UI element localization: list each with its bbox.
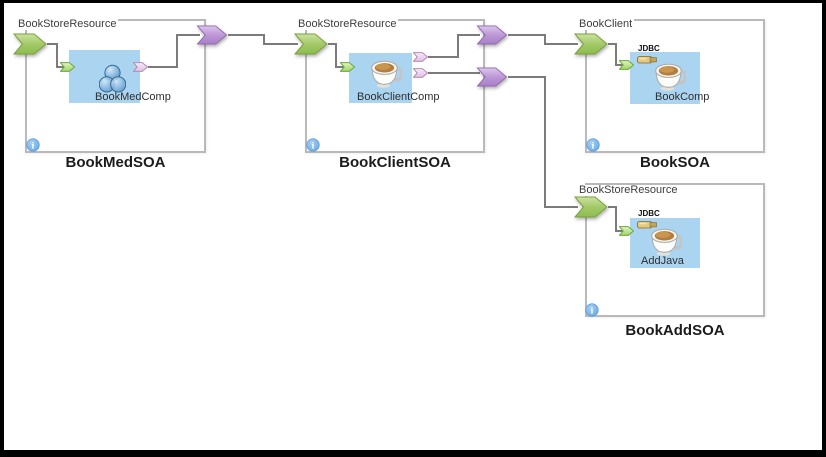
exposed-service-arrow-icon[interactable] bbox=[294, 33, 328, 55]
jdbc-adapter-icon bbox=[637, 56, 657, 64]
exposed-service-arrow-icon[interactable] bbox=[574, 33, 608, 55]
info-icon[interactable]: i bbox=[306, 138, 320, 152]
exposed-service-arrow-icon[interactable] bbox=[574, 196, 608, 218]
wire bbox=[508, 34, 578, 45]
service-port-icon bbox=[340, 62, 355, 72]
component-bookmedcomp[interactable] bbox=[69, 50, 140, 103]
wire bbox=[608, 43, 623, 66]
reference-port-icon bbox=[413, 52, 428, 62]
wire bbox=[228, 34, 298, 45]
java-cup-icon bbox=[655, 63, 686, 91]
jdbc-adapter-icon bbox=[637, 221, 657, 229]
reference-arrow-icon[interactable] bbox=[195, 25, 229, 45]
exposed-service-arrow-icon[interactable] bbox=[13, 33, 47, 55]
service-label: BookClient bbox=[577, 18, 635, 30]
service-port-icon bbox=[60, 62, 75, 72]
composite-title: BookSOA bbox=[639, 154, 710, 171]
service-port-icon bbox=[619, 60, 634, 70]
service-port-icon bbox=[619, 226, 634, 236]
composite-title: BookMedSOA bbox=[65, 154, 166, 171]
frame-border-top bbox=[0, 0, 826, 3]
svg-text:i: i bbox=[32, 141, 35, 151]
wire bbox=[428, 34, 480, 58]
adapter-label: JDBC bbox=[638, 44, 660, 53]
frame-border-left bbox=[0, 0, 4, 457]
java-cup-icon bbox=[371, 60, 402, 88]
mediator-icon bbox=[99, 64, 126, 93]
component-label: BookMedComp bbox=[95, 91, 171, 103]
composite-title: BookClientSOA bbox=[339, 154, 451, 171]
component-label: BookClientComp bbox=[357, 91, 440, 103]
reference-port-icon bbox=[133, 62, 148, 72]
service-label: BookStoreResource bbox=[16, 18, 119, 30]
wire bbox=[508, 76, 578, 208]
wire bbox=[608, 206, 623, 232]
service-label: BookStoreResource bbox=[577, 184, 680, 196]
frame-border-bottom bbox=[0, 450, 826, 457]
reference-port-icon bbox=[413, 68, 428, 78]
info-icon[interactable]: i bbox=[586, 138, 600, 152]
reference-arrow-icon[interactable] bbox=[475, 25, 509, 45]
composite-title: BookAddSOA bbox=[625, 322, 725, 339]
info-icon[interactable]: i bbox=[26, 138, 40, 152]
wire bbox=[47, 43, 64, 68]
svg-text:i: i bbox=[312, 141, 315, 151]
reference-arrow-icon[interactable] bbox=[475, 67, 509, 87]
component-label: AddJava bbox=[641, 255, 684, 267]
wire bbox=[328, 43, 344, 68]
svg-text:i: i bbox=[592, 141, 595, 151]
wire bbox=[148, 34, 200, 68]
adapter-label: JDBC bbox=[638, 209, 660, 218]
service-label: BookStoreResource bbox=[296, 18, 399, 30]
svg-text:i: i bbox=[591, 306, 594, 316]
java-cup-icon bbox=[651, 228, 682, 256]
component-label: BookComp bbox=[655, 91, 710, 103]
info-icon[interactable]: i bbox=[585, 303, 599, 317]
frame-border-right bbox=[822, 0, 826, 457]
